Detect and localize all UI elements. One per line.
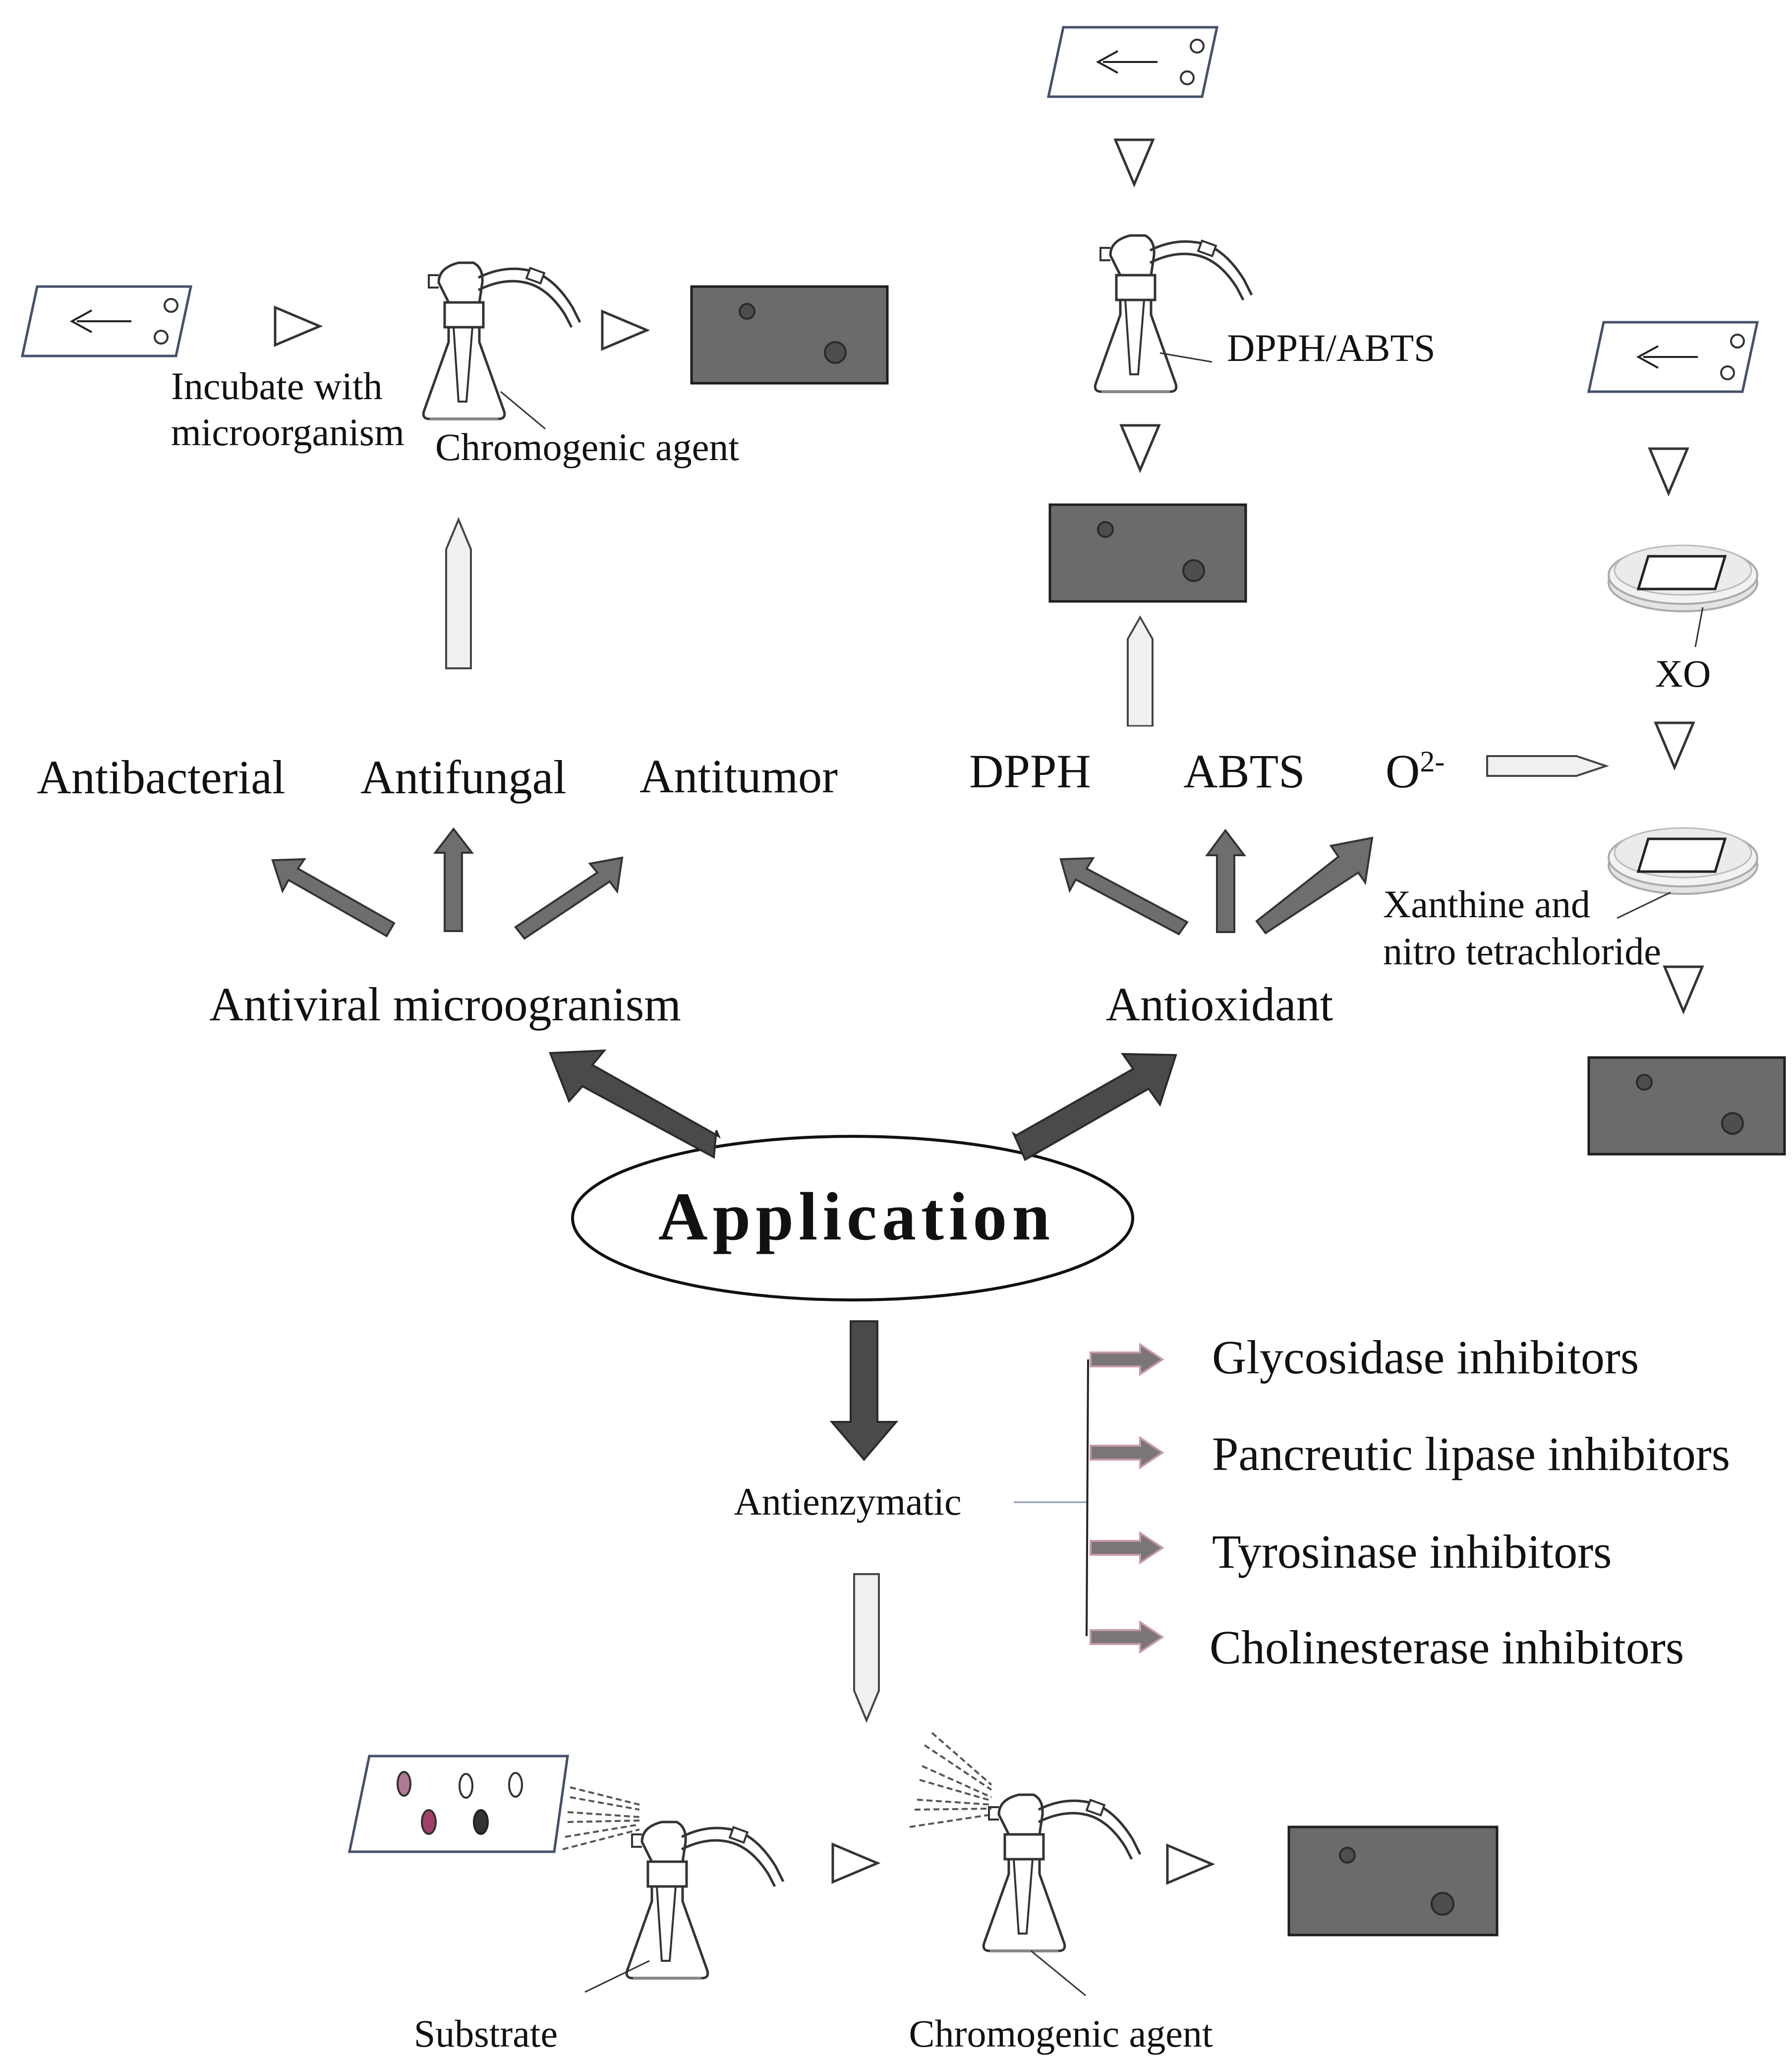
arrow-to-antitumor (514, 856, 624, 940)
arrow-to-superoxide (1255, 836, 1374, 935)
arrow-to-antiviral (549, 1049, 721, 1159)
step-triangle-icon (833, 1844, 877, 1882)
spray-mist-icon (562, 1786, 640, 1850)
arrow-to-antibacterial (271, 858, 396, 938)
chromogenic-label-bottom: Chromogenic agent (909, 2012, 1213, 2055)
step-triangle-icon (1115, 140, 1153, 184)
result-plate-antioxidant (1050, 505, 1246, 601)
spray-mist-icon (909, 1732, 992, 1828)
result-plate-antiviral (692, 287, 887, 383)
chromogenic-leader-line (500, 391, 546, 430)
arrow-to-antienzymatic (829, 1320, 899, 1462)
antifungal-label: Antifungal (360, 751, 567, 804)
inhibitor-pancreatic-lipase: Pancreutic lipase inhibitors (1212, 1427, 1730, 1480)
step-triangle-icon (1650, 449, 1687, 493)
inhibitor-arrow-3 (1090, 1531, 1164, 1565)
incubate-label-line1: Incubate with (171, 364, 383, 408)
xanthine-label-line1: Xanthine and (1383, 882, 1590, 926)
spray-bottle-icon (983, 1795, 1140, 1951)
arrow-to-antioxidant (1011, 1053, 1177, 1161)
pillar-antienzymatic-protocol (853, 1573, 880, 1723)
arrow-to-dpph (1059, 857, 1189, 936)
antienzymatic-label: Antienzymatic (734, 1480, 961, 1523)
step-triangle-icon (275, 307, 320, 345)
substrate-label: Substrate (414, 2012, 558, 2055)
dpph-abts-leader-line (1159, 352, 1213, 363)
tlc-plate-antienzymatic (347, 1755, 569, 1853)
tlc-plate-antiviral (22, 287, 191, 356)
inhibitor-arrow-2 (1090, 1436, 1164, 1470)
tlc-plate-antioxidant (1048, 27, 1217, 97)
antitumor-label: Antitumor (639, 750, 838, 803)
petri-dish-xanthine (1609, 828, 1757, 894)
arrow-to-abts (1205, 828, 1247, 933)
inhibitor-glycosidase: Glycosidase inhibitors (1212, 1331, 1639, 1384)
dpph-abts-label: DPPH/ABTS (1227, 326, 1435, 369)
spray-bottle-icon (423, 263, 580, 419)
inhibitor-arrow-4 (1090, 1620, 1164, 1654)
step-triangle-icon (1121, 425, 1159, 470)
xanthine-label-line2: nitro tetrachloride (1383, 930, 1661, 973)
inhibitor-bracket (1086, 1359, 1089, 1637)
pillar-antioxidant-protocol (1127, 616, 1154, 727)
abts-label: ABTS (1183, 745, 1305, 798)
step-triangle-icon (602, 311, 647, 349)
inhibitor-arrow-1 (1090, 1343, 1164, 1376)
chromogenic-leader-line-bottom (1031, 1950, 1086, 1997)
antibacterial-label: Antibacterial (37, 751, 285, 804)
xanthine-leader-line (1617, 891, 1671, 919)
superoxide-label: O2- (1386, 745, 1445, 798)
substrate-leader-line (584, 1960, 650, 1993)
tlc-plate-xo (1589, 322, 1757, 392)
chromogenic-label-top: Chromogenic agent (435, 425, 739, 469)
xo-label: XO (1655, 652, 1711, 695)
step-triangle-icon (1167, 1845, 1212, 1883)
arrow-to-antifungal (433, 827, 474, 932)
step-triangle-icon (1656, 723, 1693, 767)
arrow-to-xo-protocol (1486, 755, 1610, 777)
result-plate-xo (1589, 1058, 1785, 1154)
step-triangle-icon (1665, 967, 1702, 1011)
inhibitor-cholinesterase: Cholinesterase inhibitors (1210, 1621, 1684, 1674)
application-ellipse (571, 1135, 1134, 1301)
application-title: Application (658, 1178, 1055, 1254)
petri-dish-xo (1609, 545, 1757, 611)
incubate-label-line2: microorganism (171, 411, 405, 454)
result-plate-antienzymatic (1287, 1825, 1499, 1937)
pillar-antiviral-protocol (445, 519, 472, 669)
dpph-label: DPPH (969, 745, 1091, 798)
antiviral-label: Antiviral microogranism (209, 978, 681, 1031)
spray-bottle-icon (627, 1822, 783, 1978)
antioxidant-label: Antioxidant (1106, 978, 1333, 1031)
inhibitor-tyrosinase: Tyrosinase inhibitors (1212, 1525, 1612, 1578)
xo-leader-line (1694, 607, 1704, 647)
